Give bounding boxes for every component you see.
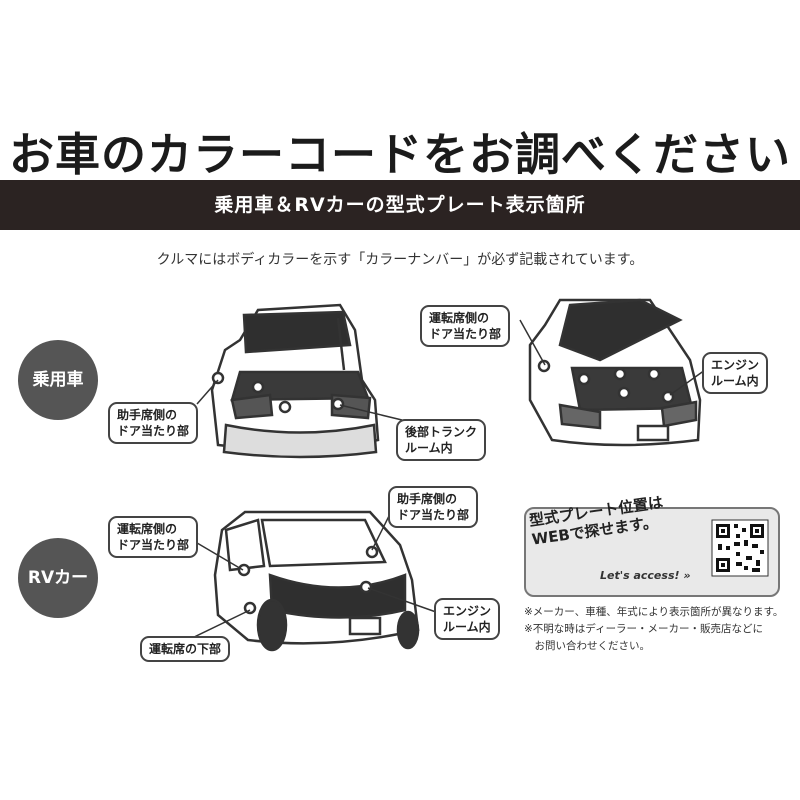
callout-rv-passenger-door: 助手席側の ドア当たり部: [388, 486, 479, 528]
intro-text: クルマにはボディカラーを示す「カラーナンバー」が必ず記載されています。: [156, 252, 644, 268]
page-title: お車のカラーコードをお調べください: [8, 128, 791, 181]
sedan-badge: 乗用車: [18, 340, 98, 420]
rv-badge: RVカー: [18, 538, 98, 618]
sedan-rear-illustration: [210, 303, 380, 459]
sedan-front-illustration: [528, 298, 702, 447]
callout-sedan-driver-door: 運転席側の ドア当たり部: [420, 305, 511, 347]
note-contact: ※不明な時はディーラー・メーカー・販売店などに お問い合わせください。: [524, 623, 764, 652]
callout-sedan-engine: エンジン ルーム内: [702, 352, 769, 394]
callout-leader-lines: [187, 319, 706, 641]
callout-rv-engine: エンジン ルーム内: [434, 598, 501, 640]
rv-illustration: [213, 510, 420, 652]
callout-sedan-passenger-door: 助手席側の ドア当たり部: [108, 402, 199, 444]
note-vary: ※メーカー、車種、年式により表示箇所が異なります。: [524, 606, 784, 618]
section-banner: 乗用車＆RVカーの型式プレート表示箇所: [0, 180, 800, 230]
callout-rv-driver-floor: 運転席の下部: [140, 636, 231, 662]
lets-access-link[interactable]: Let's access! »: [600, 569, 691, 582]
callout-rv-driver-door: 運転席側の ドア当たり部: [108, 516, 199, 558]
callout-sedan-trunk: 後部トランク ルーム内: [396, 419, 487, 461]
